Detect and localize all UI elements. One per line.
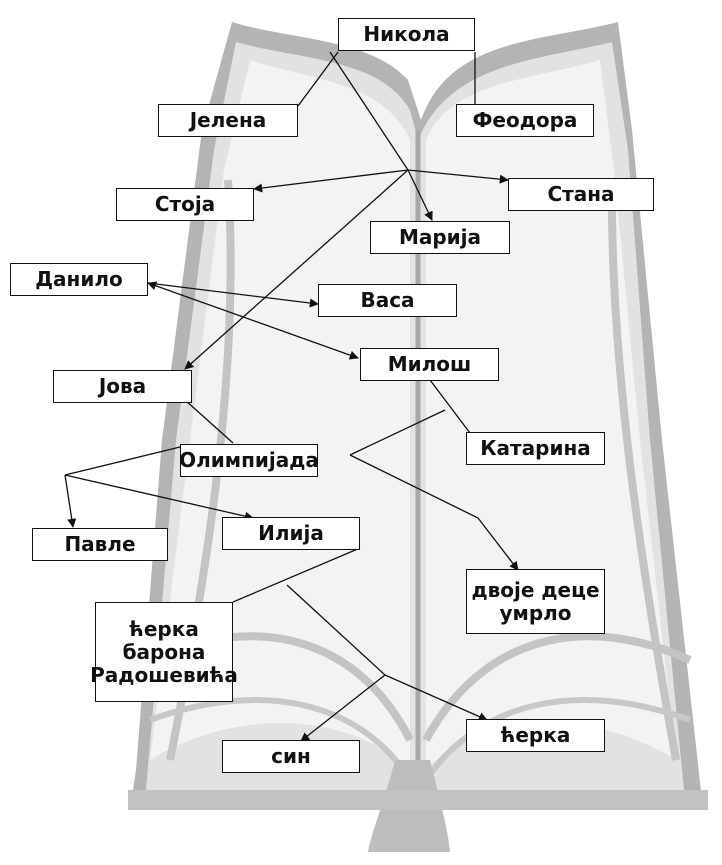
node-milos: Милош (360, 348, 499, 381)
edge-nikola-junction (329, 51, 409, 171)
node-marija: Марија (370, 221, 510, 254)
node-jova: Јова (53, 370, 192, 403)
node-dvoje-dece: двоје деце умрло (466, 569, 605, 634)
book-page-edge (148, 697, 413, 782)
node-danilo: Данило (10, 263, 148, 296)
node-ilija: Илија (222, 517, 360, 550)
edge-ilija-junction (286, 584, 386, 676)
edge-junction-cerka (384, 674, 488, 721)
edge-danilo-milos (147, 281, 359, 360)
book-page-edge (423, 697, 692, 782)
edge-junction-dvoje-dece (349, 454, 519, 571)
edge-milos-junction (349, 409, 446, 456)
edge-ilija-cerka-barona (232, 547, 361, 603)
node-jelena: Јелена (158, 104, 298, 137)
edge-junction-pavle (64, 474, 77, 528)
book-base (128, 790, 708, 810)
edge-danilo-vasa (147, 282, 319, 308)
node-pavle: Павле (32, 528, 168, 561)
node-olimpijada: Олимпијада (179, 444, 319, 477)
edge-milos-katarina (429, 379, 471, 434)
node-cerka-barona: ћерка барона Радошевића (90, 602, 238, 702)
node-sin: син (222, 740, 360, 773)
edge-junction-stoja (253, 169, 409, 193)
edge-junction-marija (407, 169, 433, 221)
edge-olimpijada-junction (64, 446, 181, 476)
node-stana: Стана (508, 178, 654, 211)
edge-junction-ilija (64, 474, 254, 521)
node-vasa: Васа (318, 284, 457, 317)
edge-nikola-jelena (297, 51, 339, 107)
edge-junction-stana (407, 169, 509, 184)
book-left-page (150, 60, 410, 770)
node-feodora: Феодора (456, 104, 594, 137)
node-stoja: Стоја (116, 188, 254, 221)
node-nikola: Никола (338, 18, 475, 51)
book-page-edge (607, 179, 680, 761)
node-katarina: Катарина (466, 432, 605, 465)
book-page-edge (422, 632, 692, 742)
edge-junction-sin (300, 674, 386, 742)
edge-jova-olimpijada (184, 399, 234, 444)
node-cerka: ћерка (466, 719, 605, 752)
